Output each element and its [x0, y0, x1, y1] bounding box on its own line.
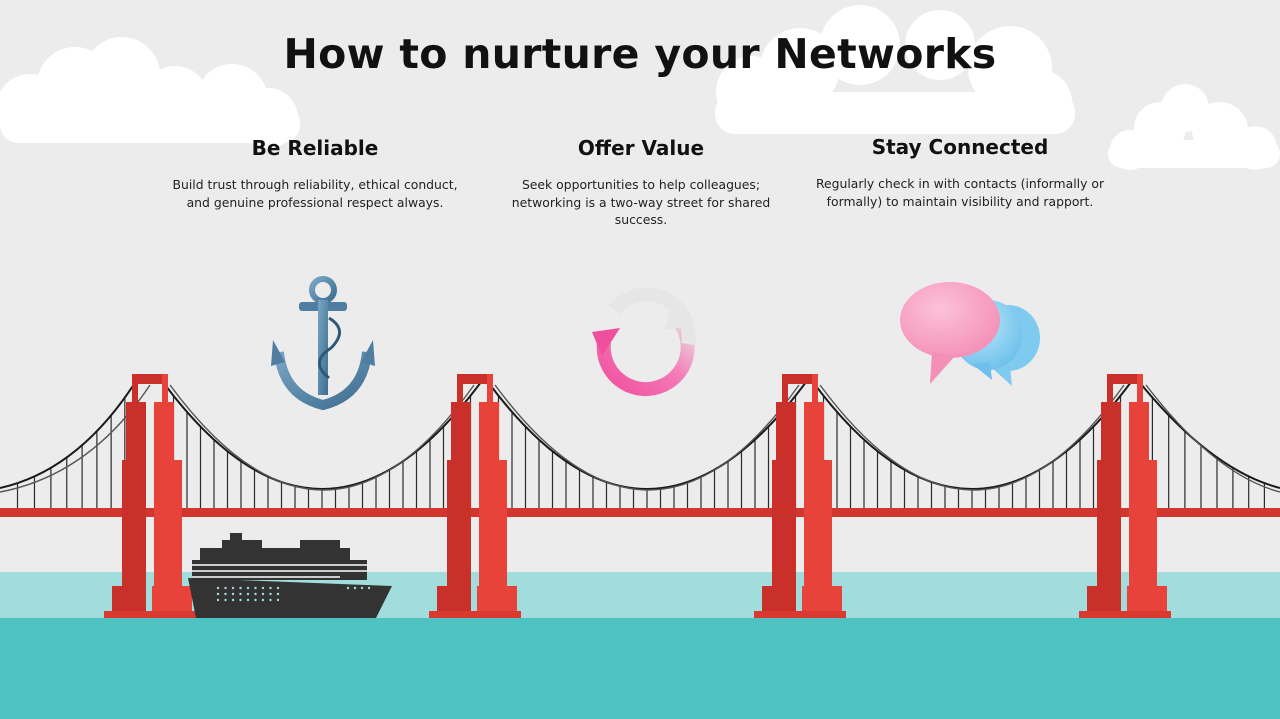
column-body: Regularly check in with contacts (inform…	[815, 176, 1105, 209]
column-body: Seek opportunities to help colleagues; n…	[511, 177, 771, 227]
cruise-ship	[188, 533, 392, 618]
bridge-main-cables	[0, 377, 1280, 490]
column-offer-value: Offer Value Seek opportunities to help c…	[486, 136, 796, 229]
bridge-deck	[0, 508, 1280, 517]
column-be-reliable: Be Reliable Build trust through reliabil…	[160, 136, 470, 211]
cloud-center-right	[715, 5, 1075, 134]
column-stay-connected: Stay Connected Regularly check in with c…	[805, 135, 1115, 210]
chat-bubbles-icon	[900, 282, 1040, 386]
water-dark	[0, 618, 1280, 719]
column-body: Build trust through reliability, ethical…	[172, 177, 458, 210]
bridge-secondary-cables	[0, 384, 1280, 493]
column-heading: Be Reliable	[251, 136, 379, 160]
column-heading: Stay Connected	[871, 135, 1049, 159]
anchor-icon	[271, 276, 375, 411]
refresh-cycle-icon	[592, 287, 696, 397]
column-heading: Offer Value	[577, 136, 705, 160]
slide-title: How to nurture your Networks	[283, 30, 997, 78]
cloud-left	[0, 37, 300, 148]
bridge-towers	[104, 374, 1171, 618]
bridge-hangers	[16, 395, 1265, 508]
cloud-far-right	[1108, 84, 1280, 170]
